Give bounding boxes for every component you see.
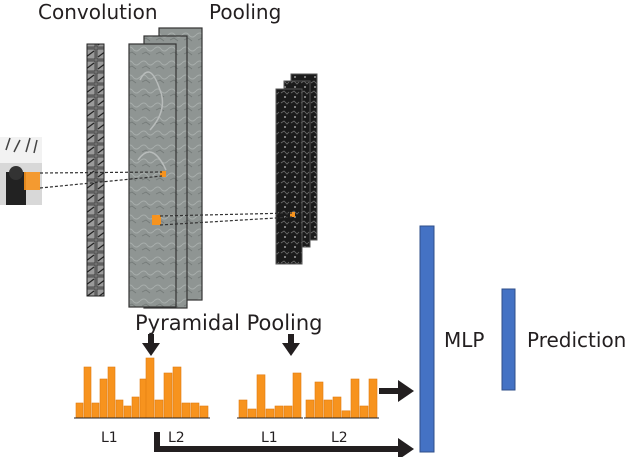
histogram-conv-l2-bar — [163, 372, 173, 419]
histogram-pool-l2-bar — [341, 410, 351, 419]
label-l2-conv: L2 — [168, 430, 185, 446]
label-l1-pool: L1 — [261, 430, 278, 446]
label-l2-pool: L2 — [331, 430, 348, 446]
histogram-pool-l1-bar — [247, 408, 257, 419]
histogram-pool-l2-bar — [368, 378, 378, 419]
histogram-pool-l1 — [237, 372, 303, 419]
histogram-pool-l1-bar — [283, 405, 293, 419]
input-patch-highlight — [24, 172, 40, 190]
histogram-conv-l1-bar — [107, 366, 116, 419]
histogram-conv-l2-bar — [190, 402, 200, 419]
conv-pool-region-highlight — [152, 215, 161, 225]
prediction-label: Prediction — [527, 328, 626, 352]
histogram-pool-l2-bar — [350, 378, 360, 419]
input-image — [0, 137, 42, 205]
pooling-label: Pooling — [209, 0, 281, 24]
histogram-pool-l2-bar — [305, 399, 315, 419]
histogram-conv-l1-bar — [123, 405, 132, 419]
histogram-conv-l1 — [74, 366, 149, 419]
histogram-conv-l2-bar — [154, 399, 164, 419]
filter-bank — [86, 43, 105, 297]
feature-map-stack — [128, 27, 203, 309]
feature-arrows — [154, 380, 414, 457]
histogram-conv-l2-bar — [181, 402, 191, 419]
histogram-pool-l2 — [304, 378, 379, 419]
histogram-conv-l2-bar — [145, 357, 155, 419]
histogram-conv-l2-bar — [199, 405, 209, 419]
down-arrows — [142, 334, 300, 356]
histogram-pool-l1-bar — [238, 399, 248, 419]
histogram-pool-l1-bar — [256, 374, 266, 419]
histogram-pool-l1-bar — [274, 405, 284, 419]
pyramidal-pooling-label: Pyramidal Pooling — [135, 311, 323, 335]
histogram-pool-l2-bar — [323, 399, 333, 419]
histogram-pool-l2-bar — [332, 396, 342, 419]
label-l1-conv: L1 — [101, 430, 118, 446]
histogram-conv-l1-bar — [131, 396, 140, 419]
histogram-pool-l2-bar — [314, 381, 324, 419]
mlp-label: MLP — [444, 328, 484, 352]
histogram-conv-l1-bar — [115, 399, 124, 419]
conv-response-highlight — [160, 171, 166, 177]
mlp-layer — [419, 225, 435, 453]
pooled-highlight — [290, 212, 295, 217]
histogram-conv-l1-bar — [75, 402, 84, 419]
histogram-pool-l2-bar — [359, 405, 369, 419]
convolution-label: Convolution — [38, 0, 158, 24]
histogram-conv-l2 — [144, 357, 210, 419]
pooled-map-stack — [275, 73, 318, 265]
histogram-conv-l1-bar — [83, 366, 92, 419]
histogram-conv-l1-bar — [99, 378, 108, 419]
receptive-field-lines — [39, 171, 293, 226]
histogram-conv-l1-bar — [91, 402, 100, 419]
histogram-conv-l2-bar — [172, 366, 182, 419]
histogram-pool-l1-bar — [265, 408, 275, 419]
histogram-pool-l1-bar — [292, 372, 302, 419]
prediction-layer — [501, 288, 516, 391]
